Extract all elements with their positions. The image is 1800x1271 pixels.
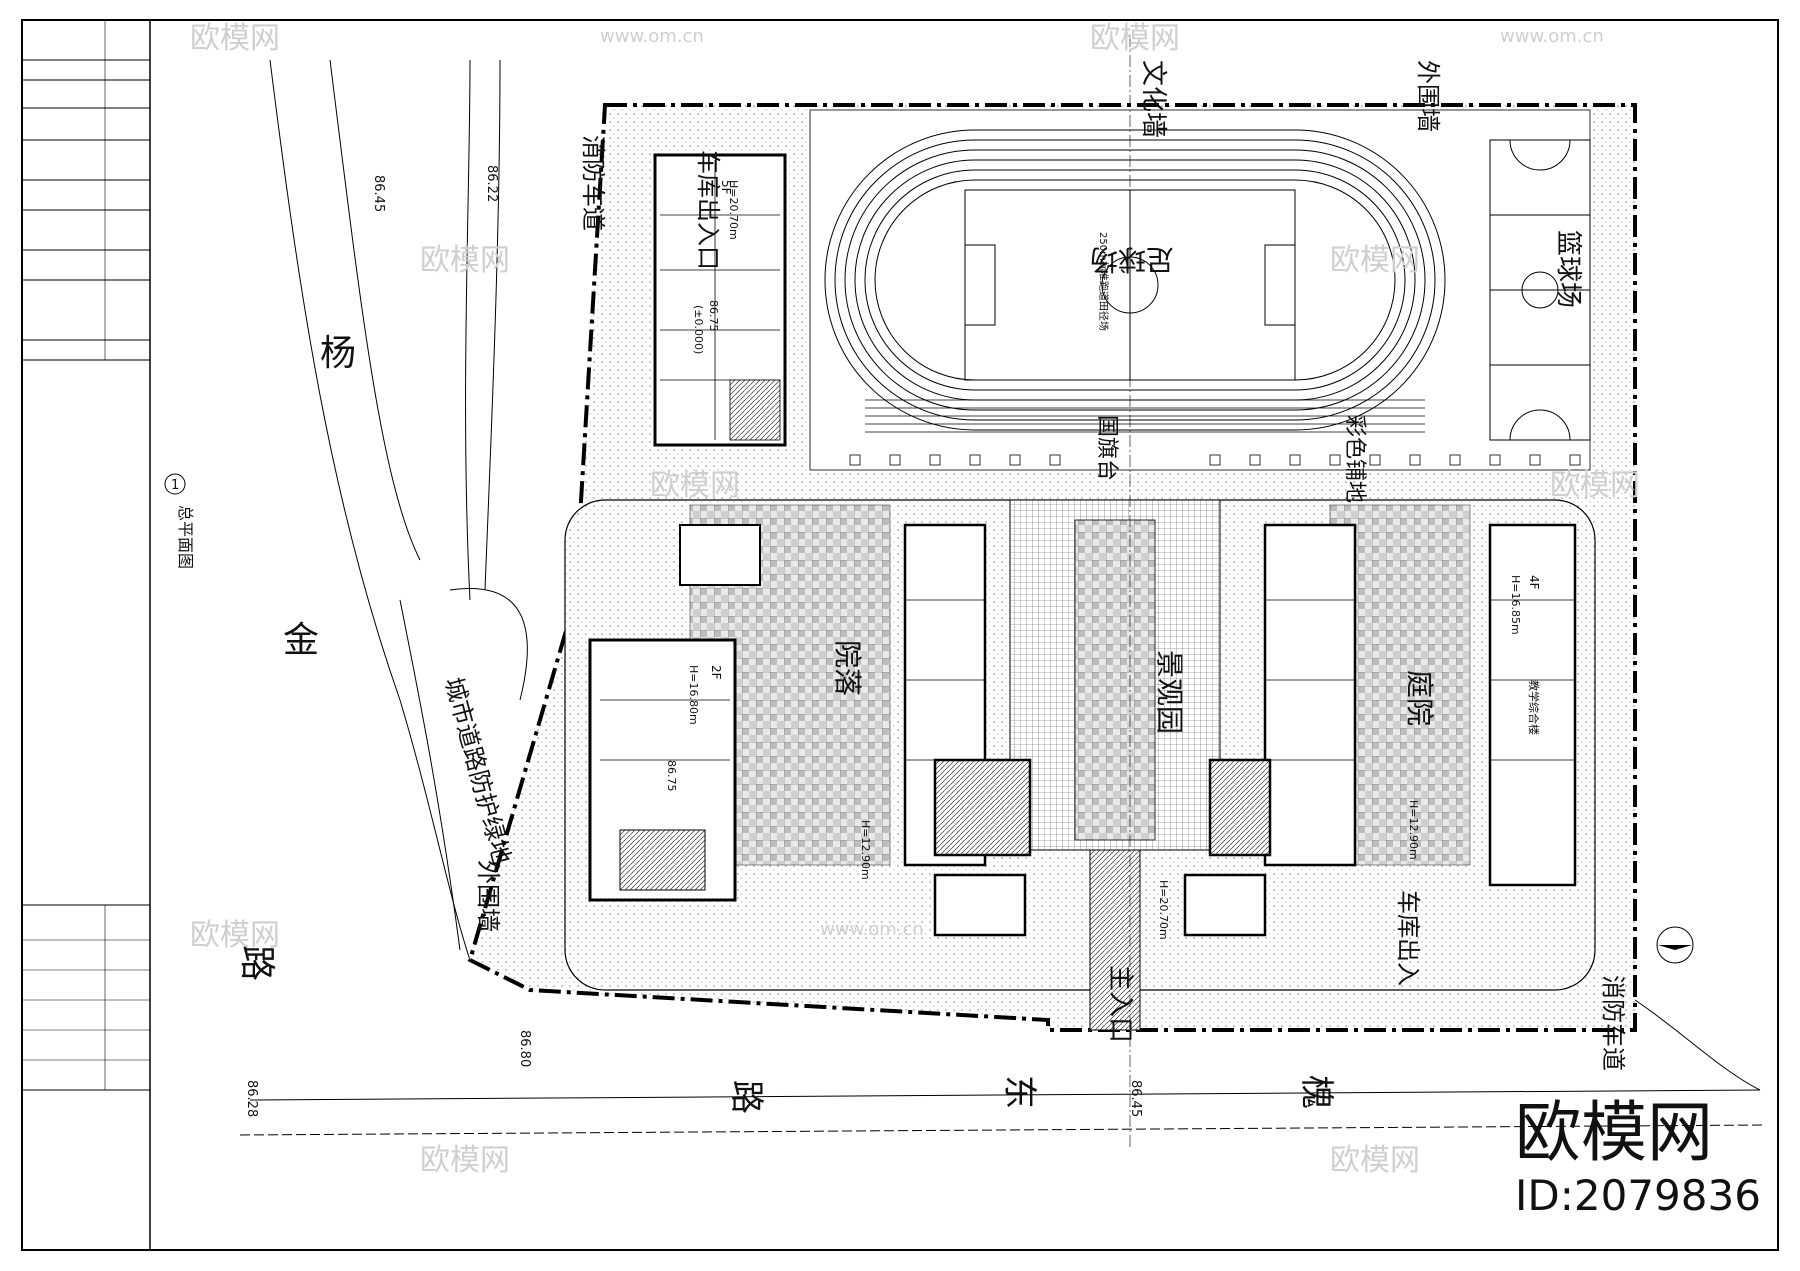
west-road-char-2: 金 xyxy=(283,620,319,661)
brand-id-text: ID:2079836 xyxy=(1515,1171,1761,1220)
color-paving: 彩色铺地 xyxy=(1342,415,1367,503)
east-wing-height-2: H=12.90m xyxy=(1407,800,1420,860)
watermark-8: 欧模网 xyxy=(420,1143,510,1178)
watermark-5: 欧模网 xyxy=(650,468,740,503)
elevation-e2: 86.22 xyxy=(484,165,499,202)
fire-lane-west: 消防车道 xyxy=(579,135,607,231)
drawing-caption: 总平面图 xyxy=(176,505,195,569)
west-wing-height: H=12.90m xyxy=(859,820,872,880)
watermark-url-3: www.om.cn xyxy=(820,919,924,940)
tree-row xyxy=(849,454,1581,466)
watermark-1: 欧模网 xyxy=(190,21,280,56)
basketball-courts xyxy=(1489,139,1591,441)
track-straight-lanes xyxy=(865,399,1425,433)
west-building-height: H=20.70m xyxy=(727,180,740,240)
elevation-e3: 86.80 xyxy=(517,1030,532,1067)
watermark-4: 欧模网 xyxy=(1330,243,1420,278)
west-road-char-1: 杨 xyxy=(320,333,356,374)
green-buffer-label: 城市道路防护绿地 xyxy=(439,674,516,867)
watermark-2: 欧模网 xyxy=(1090,21,1180,56)
drawing-frame xyxy=(21,19,1779,1251)
basketball-label: 篮球场 xyxy=(1553,230,1583,308)
main-entrance: 主入口 xyxy=(1105,965,1135,1043)
culture-wall: 文化墙 xyxy=(1138,60,1168,138)
south-block-height: H=20.70m xyxy=(1157,880,1170,940)
brand-logo-text: 欧模网 xyxy=(1515,1094,1713,1171)
auditorium-building xyxy=(588,524,761,902)
elevation-e4: 86.28 xyxy=(244,1080,259,1117)
west-road-char-3: 路 xyxy=(236,945,277,981)
garage-entry-east: 车库出入 xyxy=(1394,890,1422,986)
watermark-6: 欧模网 xyxy=(1550,468,1640,503)
teaching-wings xyxy=(903,523,1577,937)
east-wing-height: H=16.85m xyxy=(1509,575,1522,635)
watermark-url-2: www.om.cn xyxy=(1500,26,1604,47)
elevation-e5: 86.45 xyxy=(1128,1080,1143,1117)
west-building xyxy=(653,153,787,447)
track-note: 250m标准跑道田径场 xyxy=(1097,232,1110,331)
fire-lane-east: 消防车道 xyxy=(1599,975,1627,1071)
classroom-divisions xyxy=(905,599,1575,761)
west-building-zero-level: (±0.000) xyxy=(692,305,705,354)
elevation-e1: 86.45 xyxy=(371,175,386,212)
east-wing-floors: 4F xyxy=(1527,575,1541,590)
road-lines xyxy=(239,59,1766,1136)
landscape-courtyard: 景观园 xyxy=(1153,650,1186,734)
east-road-char: 槐 xyxy=(1296,1075,1336,1109)
elevation-e6: 86.75 xyxy=(707,300,720,332)
football-field-label: 足球场 xyxy=(1090,243,1174,276)
title-block xyxy=(22,20,151,1250)
yard-left: 院落 xyxy=(831,640,864,696)
outer-wall-top: 外围墙 xyxy=(1414,60,1442,132)
outer-wall-left: 外围墙 xyxy=(474,860,502,932)
central-walkway xyxy=(1074,519,1156,841)
teaching-building-label: 教学综合楼 xyxy=(1527,680,1541,735)
watermark-9: 欧模网 xyxy=(1330,1143,1420,1178)
flag-platform: 国旗台 xyxy=(1094,415,1119,481)
watermark-7: 欧模网 xyxy=(190,918,280,953)
watermarks: 欧模网 欧模网 欧模网 欧模网 欧模网 欧模网 欧模网 欧模网 欧模网 www.… xyxy=(190,21,1640,1178)
south-road-char-1: 东 xyxy=(999,1075,1039,1109)
auditorium-floors: 2F xyxy=(709,665,723,680)
watermark-3: 欧模网 xyxy=(420,243,510,278)
section-marker-circle xyxy=(164,473,186,495)
garage-entry-west: 车库出入口 xyxy=(694,150,722,270)
north-arrow-icon xyxy=(1656,926,1694,964)
section-marker-number: 1 xyxy=(171,478,179,493)
watermark-url-1: www.om.cn xyxy=(600,26,704,47)
west-building-floors: 5F xyxy=(719,180,733,195)
running-track xyxy=(824,129,1446,431)
yard-right: 庭院 xyxy=(1403,670,1436,726)
elevation-e7: 86.75 xyxy=(665,760,678,792)
auditorium-height: H=16.80m xyxy=(687,665,700,725)
central-entrance-axis xyxy=(1089,849,1141,1031)
south-road-char-2: 路 xyxy=(726,1080,766,1114)
